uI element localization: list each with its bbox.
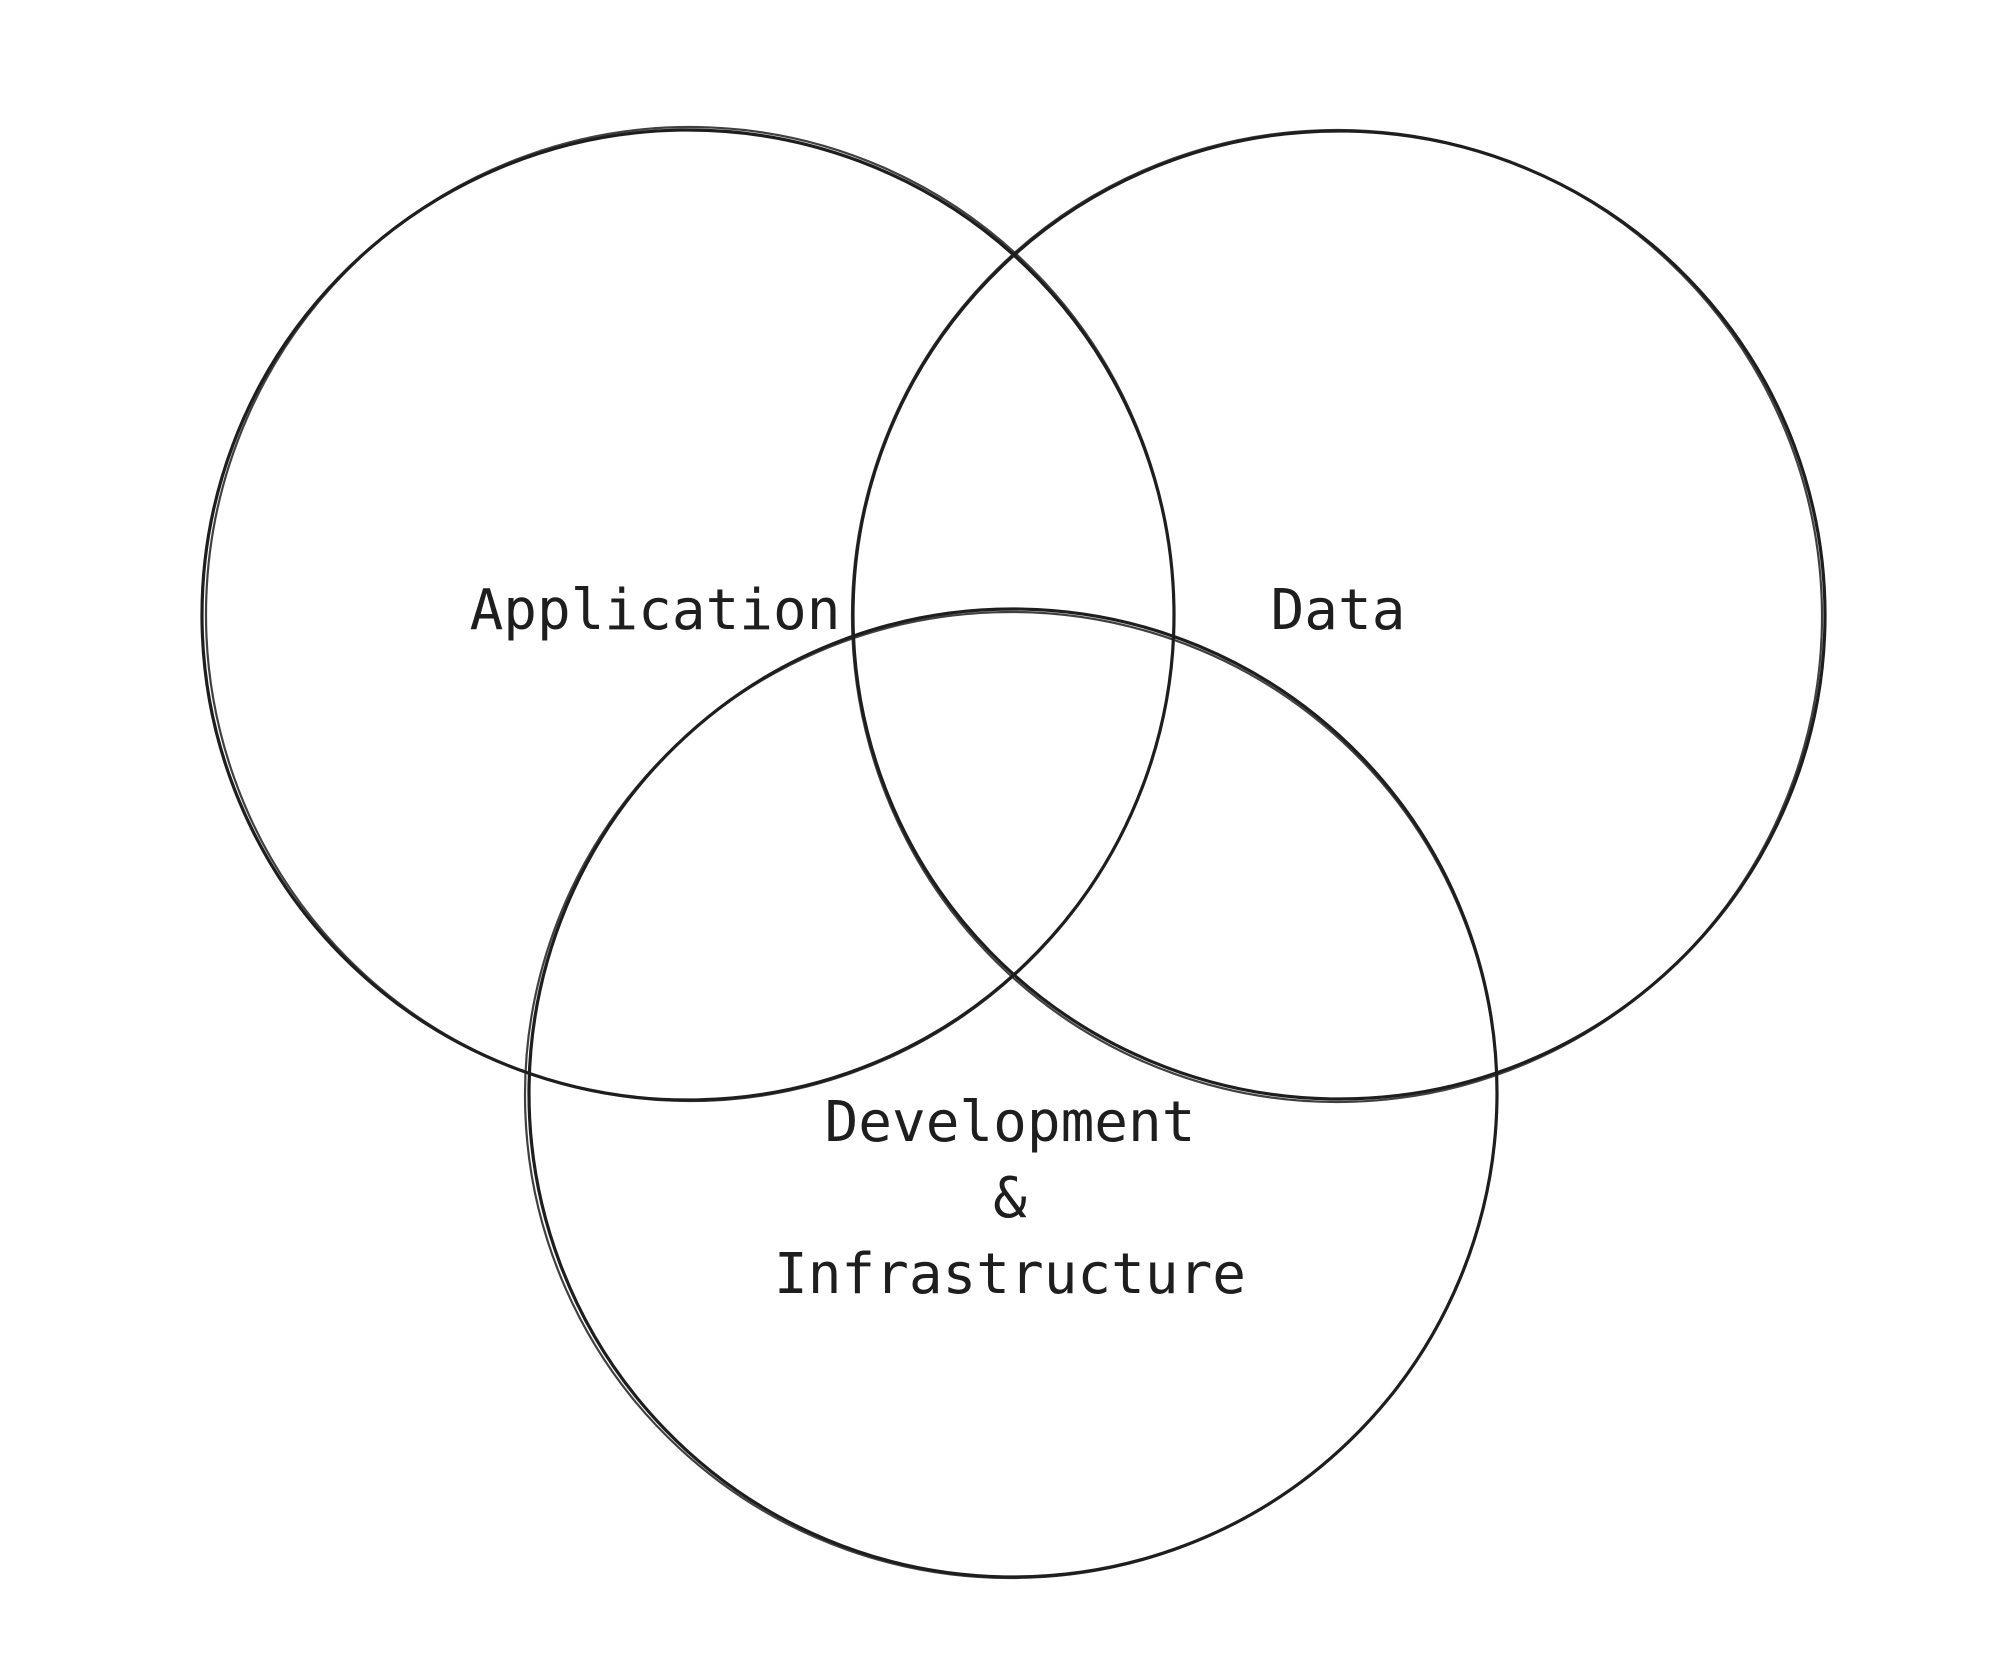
label-development: Development [825, 1090, 1196, 1155]
circle-application [200, 125, 1176, 1103]
label-infrastructure: Infrastructure [774, 1242, 1246, 1307]
label-application: Application [470, 578, 841, 643]
circle-data [850, 128, 1827, 1104]
circle-development-infrastructure [523, 607, 1499, 1580]
label-data: Data [1271, 578, 1406, 643]
label-ampersand: & [993, 1166, 1027, 1231]
